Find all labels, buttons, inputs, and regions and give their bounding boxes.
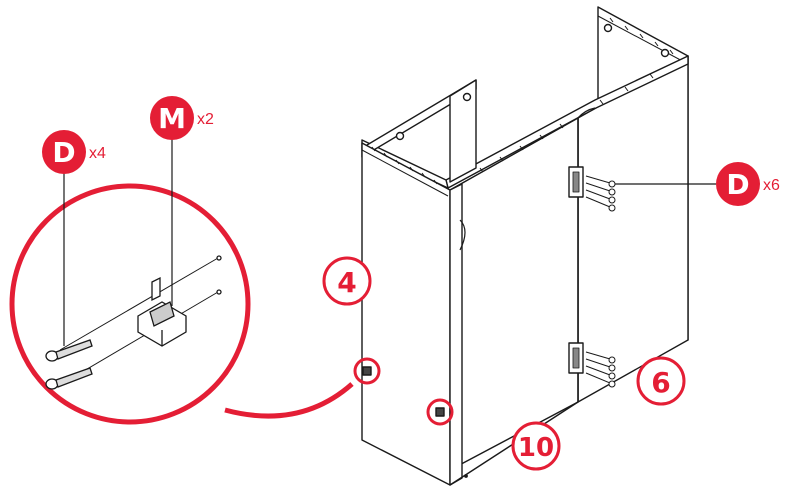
left-panel-front-edge bbox=[449, 183, 463, 486]
panel-number: 4 bbox=[337, 266, 356, 299]
badge-letter: D bbox=[726, 168, 749, 201]
part-badge-d-right: D x6 bbox=[716, 162, 780, 206]
screw-icon bbox=[585, 175, 616, 212]
badge-quantity: x2 bbox=[197, 111, 214, 128]
magnifier-tail bbox=[224, 382, 354, 419]
hinge-icon bbox=[568, 166, 616, 212]
panel-number: 6 bbox=[651, 366, 670, 399]
dowel-holes bbox=[371, 17, 674, 185]
cabinet-assembly bbox=[361, 6, 689, 486]
top-rail bbox=[361, 55, 689, 189]
back-panel bbox=[449, 55, 689, 478]
panel-label-6: 6 bbox=[636, 356, 686, 406]
badge-letter: M bbox=[158, 102, 186, 135]
detail-magnifier bbox=[9, 138, 354, 425]
cam-lock-callout bbox=[353, 357, 381, 385]
cam-lock-icon bbox=[435, 407, 445, 417]
panel-label-4: 4 bbox=[322, 256, 372, 306]
panel-label-10: 10 bbox=[511, 421, 561, 471]
badge-quantity: x4 bbox=[89, 145, 106, 162]
badge-quantity: x6 bbox=[763, 177, 780, 194]
screw-icon bbox=[45, 367, 93, 390]
part-badge-d-left: D x4 bbox=[42, 130, 106, 174]
part-badge-m: M x2 bbox=[150, 96, 214, 140]
badge-letter: D bbox=[52, 136, 75, 169]
screw-icon bbox=[585, 351, 616, 388]
left-side-panel bbox=[361, 79, 477, 486]
screw-icon bbox=[45, 339, 93, 362]
cam-lock-icon bbox=[362, 366, 372, 376]
magnifier-circle bbox=[9, 183, 251, 425]
panel-number: 10 bbox=[518, 433, 554, 463]
cam-lock-callout bbox=[426, 398, 454, 426]
hinge-icon bbox=[568, 342, 616, 388]
bracket-icon bbox=[137, 276, 187, 347]
